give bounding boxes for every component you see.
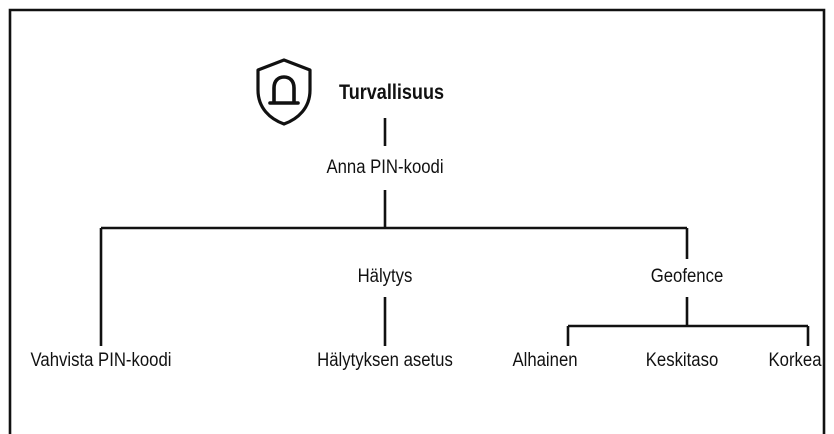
node-vahvista-pin: Vahvista PIN-koodi [30, 350, 172, 371]
node-keskitaso: Keskitaso [645, 350, 719, 371]
node-anna-pin: Anna PIN-koodi [326, 157, 444, 178]
frame-border [8, 8, 826, 434]
node-halytys: Hälytys [357, 266, 413, 287]
node-geofence: Geofence [650, 266, 724, 287]
node-halytyksen-asetus: Hälytyksen asetus [317, 350, 453, 371]
node-korkea: Korkea [768, 350, 822, 371]
node-alhainen: Alhainen [512, 350, 578, 371]
root-title: Turvallisuus [339, 81, 445, 104]
shield-alarm-icon [256, 58, 312, 126]
